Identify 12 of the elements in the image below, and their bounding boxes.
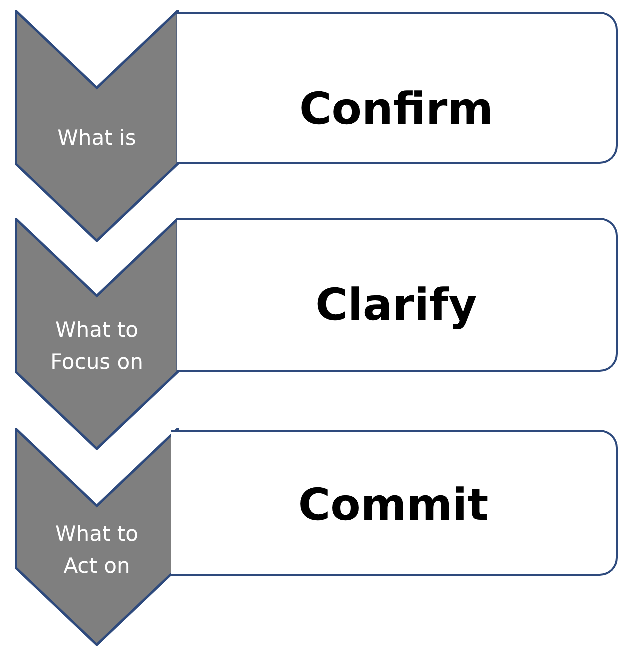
step-title: Confirm bbox=[298, 84, 494, 135]
step-label: What is bbox=[56, 125, 138, 152]
step-label: What to Act on bbox=[54, 521, 140, 580]
chevron-banner bbox=[15, 10, 179, 242]
step-label: What to Focus on bbox=[50, 317, 144, 376]
step-box bbox=[171, 430, 618, 576]
step-box bbox=[177, 218, 618, 372]
step-title: Clarify bbox=[314, 280, 478, 331]
chevron-banner bbox=[15, 218, 179, 450]
chevron-banner bbox=[15, 428, 179, 646]
step-box bbox=[177, 12, 618, 164]
step-title: Commit bbox=[297, 480, 490, 531]
